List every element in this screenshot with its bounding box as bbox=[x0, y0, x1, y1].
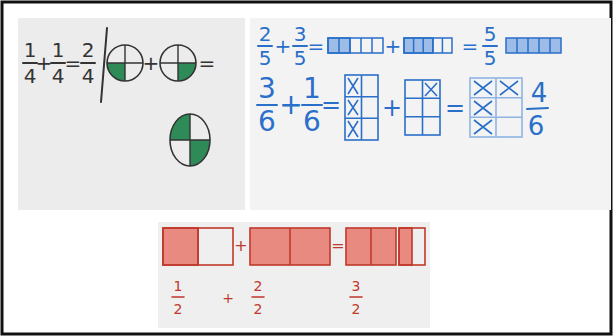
fraction-bars bbox=[172, 296, 362, 298]
denominator: 2 bbox=[174, 302, 183, 316]
numerator: 1 bbox=[303, 75, 321, 103]
photo-ground bbox=[158, 222, 430, 328]
numerator: 2 bbox=[254, 279, 263, 293]
equals-sign: = bbox=[199, 53, 216, 73]
numerator: 5 bbox=[484, 24, 497, 44]
denominator: 2 bbox=[254, 302, 263, 316]
fraction-rectangles bbox=[163, 228, 425, 265]
numerator: 1 bbox=[174, 279, 183, 293]
fraction-circles bbox=[107, 45, 210, 166]
denominator: 5 bbox=[484, 48, 497, 68]
plus-sign: + bbox=[222, 291, 234, 305]
plus-sign: + bbox=[275, 36, 292, 56]
numerator: 1 bbox=[24, 40, 37, 60]
numerator: 1 bbox=[52, 40, 65, 60]
denominator: 4 bbox=[52, 66, 65, 86]
denominator: 4 bbox=[82, 66, 95, 86]
equals-sign: = bbox=[462, 36, 479, 56]
plus-sign: + bbox=[234, 238, 247, 254]
equals-sign: = bbox=[65, 53, 82, 73]
denominator: 2 bbox=[352, 302, 361, 316]
numerator: 2 bbox=[82, 40, 95, 60]
equals-sign: = bbox=[308, 36, 325, 56]
denominator: 5 bbox=[294, 48, 307, 68]
fraction-grids bbox=[345, 75, 522, 140]
denominator: 6 bbox=[528, 113, 545, 139]
plus-sign: + bbox=[279, 91, 302, 119]
numerator: 4 bbox=[531, 80, 548, 106]
equals-sign: = bbox=[445, 96, 465, 120]
plus-sign: + bbox=[143, 53, 160, 73]
equals-sign: = bbox=[321, 93, 341, 117]
fraction-bars bbox=[23, 28, 107, 102]
plus-sign: + bbox=[36, 53, 53, 73]
denominator: 4 bbox=[24, 66, 37, 86]
numerator: 3 bbox=[258, 75, 276, 103]
plus-sign: + bbox=[385, 36, 402, 56]
denominator: 5 bbox=[259, 48, 272, 68]
equals-sign: = bbox=[331, 238, 344, 254]
photo-ground bbox=[250, 18, 611, 210]
denominator: 6 bbox=[258, 108, 276, 136]
numerator: 2 bbox=[259, 24, 272, 44]
plus-sign: + bbox=[382, 96, 402, 120]
denominator: 6 bbox=[303, 108, 321, 136]
numerator: 3 bbox=[294, 24, 307, 44]
numerator: 3 bbox=[352, 279, 361, 293]
fraction-strips bbox=[328, 38, 561, 53]
photo-ground bbox=[18, 18, 245, 210]
